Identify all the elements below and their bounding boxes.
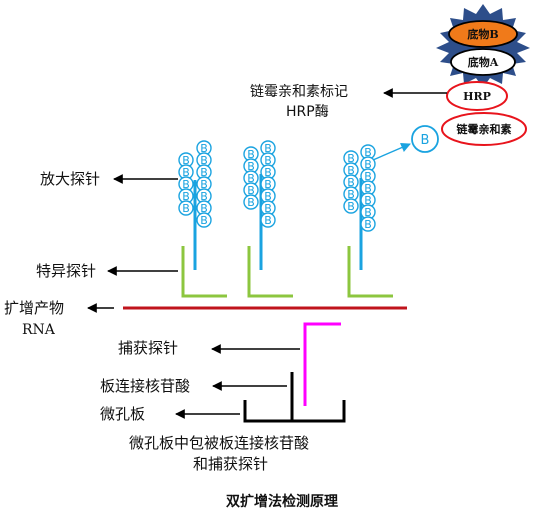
biotin-bead-label: B	[364, 146, 372, 159]
biotin-bead-label: B	[264, 154, 272, 167]
biotin-bead-label: B	[347, 176, 355, 189]
biotin-bead-label: B	[364, 182, 372, 195]
biotin-bead-label: B	[247, 184, 255, 197]
biotin-bead-label: B	[182, 190, 190, 203]
substrate-b-label: 底物B	[467, 27, 498, 41]
microplate-well	[243, 400, 346, 423]
biotin-bead	[360, 216, 376, 232]
biotin-bead-label: B	[347, 152, 355, 165]
biotin-bead-label: B	[247, 160, 255, 173]
streptavidin-ellipse	[441, 112, 527, 146]
biotin-bead	[343, 198, 359, 214]
biotin-bead-label: B	[347, 200, 355, 213]
biotin-bead-label: B	[364, 218, 372, 231]
capture-probe	[303, 322, 341, 406]
biotin-bead-label: B	[200, 178, 208, 191]
hrp-ellipse	[446, 81, 508, 111]
biotin-bead	[260, 212, 276, 228]
biotin-bead-label: B	[364, 194, 372, 207]
specific-probe-3	[347, 246, 393, 298]
biotin-bead	[196, 212, 212, 228]
biotin-bead-label: B	[247, 196, 255, 209]
biotin-arrow	[372, 143, 411, 161]
biotin-bead-label: B	[200, 142, 208, 155]
biotin-bead	[243, 194, 259, 210]
biotin-bead-label: B	[347, 188, 355, 201]
streptavidin-hrp-label-line2: HRP酶	[286, 104, 329, 120]
coating-label-line2: 和捕获探针	[193, 455, 268, 473]
biotin-bead-label: B	[364, 170, 372, 183]
coating-label-line1: 微孔板中包被板连接核苷酸	[129, 434, 309, 452]
biotin-bead-label: B	[200, 202, 208, 215]
capture-probe-label: 捕获探针	[118, 339, 178, 357]
biotin-bead-label: B	[182, 202, 190, 215]
specific-probe-2	[247, 246, 293, 298]
biotin-bead-label: B	[200, 190, 208, 203]
biotin-bead-label: B	[182, 178, 190, 191]
biotin-bead-label: B	[264, 190, 272, 203]
biotin-bead-label: B	[182, 154, 190, 167]
biotin-label: B	[421, 133, 430, 148]
hrp-ellipse-label: HRP	[463, 90, 491, 103]
substrate-a-ellipse	[450, 48, 516, 76]
biotin-bead-label: B	[364, 158, 372, 171]
substrate-a-label: 底物A	[468, 55, 499, 69]
plate-linker-label: 板连接核苷酸	[100, 377, 190, 395]
biotin-bead-label: B	[264, 178, 272, 191]
biotin-bead-label: B	[347, 164, 355, 177]
amplified-product-label-line1: 扩增产物	[4, 299, 64, 317]
specific-probe-label: 特异探针	[36, 262, 96, 280]
biotin-bead-label: B	[200, 154, 208, 167]
streptavidin-ellipse-label: 链霉亲和素	[457, 122, 512, 136]
substrate-b-ellipse	[448, 20, 518, 48]
biotin-bead-label: B	[200, 166, 208, 179]
biotin-bead-label: B	[264, 166, 272, 179]
microplate-label: 微孔板	[100, 405, 145, 423]
biotin-bead-label: B	[264, 214, 272, 227]
biotin-bead-label: B	[364, 206, 372, 219]
biotin-bead-label: B	[182, 166, 190, 179]
specific-probes	[181, 246, 393, 298]
amplified-product-label-line2: RNA	[22, 322, 56, 338]
figure-caption: 双扩增法检测原理	[226, 493, 338, 510]
biotin-bead-label: B	[247, 148, 255, 161]
streptavidin-hrp-label-line1: 链霉亲和素标记	[250, 84, 348, 100]
biotin-circle	[411, 125, 439, 153]
biotin-bead-label: B	[264, 202, 272, 215]
substrate-group: 底物B 底物A	[436, 4, 530, 88]
biotin-bead-label: B	[264, 142, 272, 155]
biotin-bead-label: B	[200, 214, 208, 227]
biotin-bead	[178, 200, 194, 216]
biotin-bead-label: B	[247, 172, 255, 185]
amplifier-probe-label: 放大探针	[40, 170, 100, 188]
specific-probe-1	[181, 246, 227, 298]
